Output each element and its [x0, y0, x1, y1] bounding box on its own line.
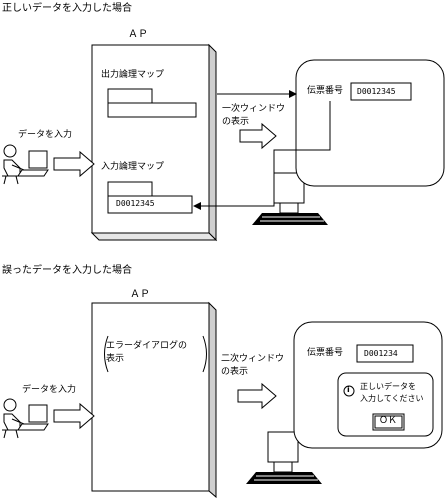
bottom-error-dialog-label-1: エラーダイアログの [106, 341, 188, 351]
top-output-map-label: 出力論理マップ [101, 70, 165, 80]
bottom-error-bracket [104, 335, 207, 373]
bottom-monitor [246, 321, 443, 484]
top-user-action: データを入力 [18, 130, 73, 140]
dialog-message-2: 入力してください [360, 394, 424, 403]
bottom-input-arrow [53, 402, 95, 430]
bottom-window-arrow [237, 382, 277, 410]
bottom-window-label-2: の表示 [221, 367, 249, 377]
top-screen-field-label: 伝票番号 [307, 86, 344, 96]
top-heading: 正しいデータを入力した場合 [2, 3, 132, 14]
bottom-window-label-1: 二次ウィンドウ [221, 354, 285, 364]
bottom-user-figure [2, 398, 49, 439]
top-input-value: D0012345 [116, 199, 155, 208]
bottom-heading: 誤ったデータを入力した場合 [2, 265, 132, 276]
top-window-arrow [239, 122, 277, 150]
bottom-screen-field-value: D001234 [364, 349, 398, 358]
top-output-map-fields [107, 88, 197, 118]
top-input-map-fields [107, 181, 193, 214]
top-ap-box [90, 43, 218, 242]
top-monitor [252, 59, 445, 225]
bottom-user-action: データを入力 [22, 385, 77, 395]
bottom-ap-box [91, 301, 217, 499]
bottom-screen-field-label: 伝票番号 [307, 348, 344, 358]
dialog-message-1: 正しいデータを [360, 382, 416, 391]
bottom-ap-label: ＡＰ [130, 289, 150, 300]
top-user-figure [2, 144, 49, 185]
top-screen-field-value: D0012345 [357, 87, 396, 96]
top-ap-label: ＡＰ [128, 29, 148, 40]
top-input-arrow [53, 150, 95, 178]
bottom-error-dialog-label-2: 表示 [106, 354, 125, 364]
top-window-label-1: 一次ウィンドウ [222, 104, 286, 114]
info-icon: i [347, 385, 350, 394]
dialog-ok-button[interactable]: ＯＫ [379, 416, 398, 426]
top-window-label-2: の表示 [222, 117, 250, 127]
top-connectors [193, 90, 331, 210]
top-input-map-label: 入力論理マップ [101, 162, 165, 172]
